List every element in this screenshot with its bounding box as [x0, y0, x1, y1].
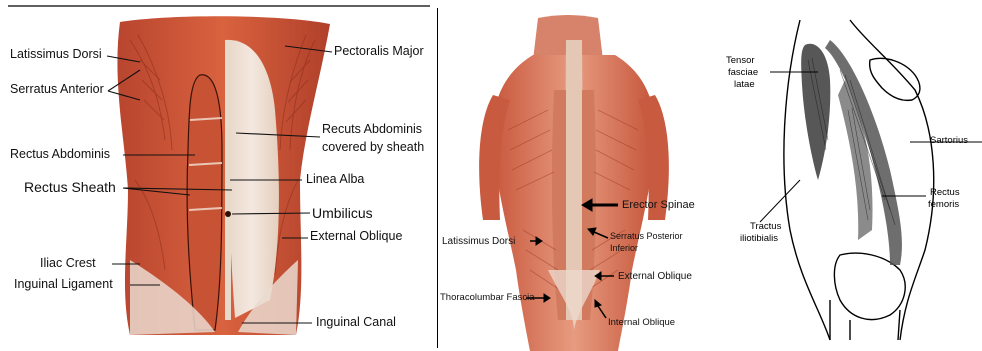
- label-rectus-line1: Rectus: [930, 188, 960, 198]
- label-tensor-line3: latae: [734, 80, 755, 90]
- label-sartorius: Sartorius: [930, 136, 968, 146]
- label-serratus-posterior-line1: Serratus Posterior: [610, 232, 683, 242]
- label-tractus-line2: iliotibialis: [740, 234, 778, 244]
- label-serratus-posterior-line2: Inferior: [610, 244, 638, 254]
- label-tensor-line2: fasciae: [728, 68, 758, 78]
- label-recuts-abdominis-line1: Recuts Abdominis: [322, 123, 422, 137]
- label-tensor-line1: Tensor: [726, 56, 755, 66]
- label-thoracolumbar-fascia: Thoracolumbar Fascia: [440, 293, 535, 303]
- label-internal-oblique: Internal Oblique: [608, 318, 675, 328]
- label-inguinal-canal: Inguinal Canal: [316, 316, 396, 330]
- label-iliac-crest: Iliac Crest: [40, 257, 96, 271]
- abdominal-wall-panel: Latissimus Dorsi Serratus Anterior Rectu…: [0, 0, 436, 351]
- label-external-oblique-back: External Oblique: [618, 271, 692, 282]
- label-erector-spinae: Erector Spinae: [622, 199, 695, 211]
- label-pectoralis-major: Pectoralis Major: [334, 45, 424, 59]
- label-inguinal-ligament: Inguinal Ligament: [14, 278, 113, 292]
- label-rectus-line2: femoris: [928, 200, 959, 210]
- label-rectus-abdominis: Rectus Abdominis: [10, 148, 110, 162]
- label-rectus-sheath: Rectus Sheath: [24, 180, 116, 195]
- label-latissimus-dorsi-back: Latissimus Dorsi: [442, 236, 515, 247]
- label-external-oblique: External Oblique: [310, 230, 402, 244]
- label-umbilicus: Umbilicus: [312, 206, 373, 221]
- label-latissimus-dorsi: Latissimus Dorsi: [10, 48, 102, 62]
- label-serratus-anterior: Serratus Anterior: [10, 83, 104, 97]
- thigh-muscles-illustration: [700, 0, 982, 351]
- label-linea-alba: Linea Alba: [306, 173, 364, 187]
- label-tractus-line1: Tractus: [750, 222, 781, 232]
- label-recuts-abdominis-line2: covered by sheath: [322, 141, 424, 155]
- thigh-muscles-panel: Tensor fasciae latae Sartorius Rectus fe…: [700, 0, 982, 351]
- back-muscles-panel: Erector Spinae Serratus Posterior Inferi…: [438, 0, 700, 351]
